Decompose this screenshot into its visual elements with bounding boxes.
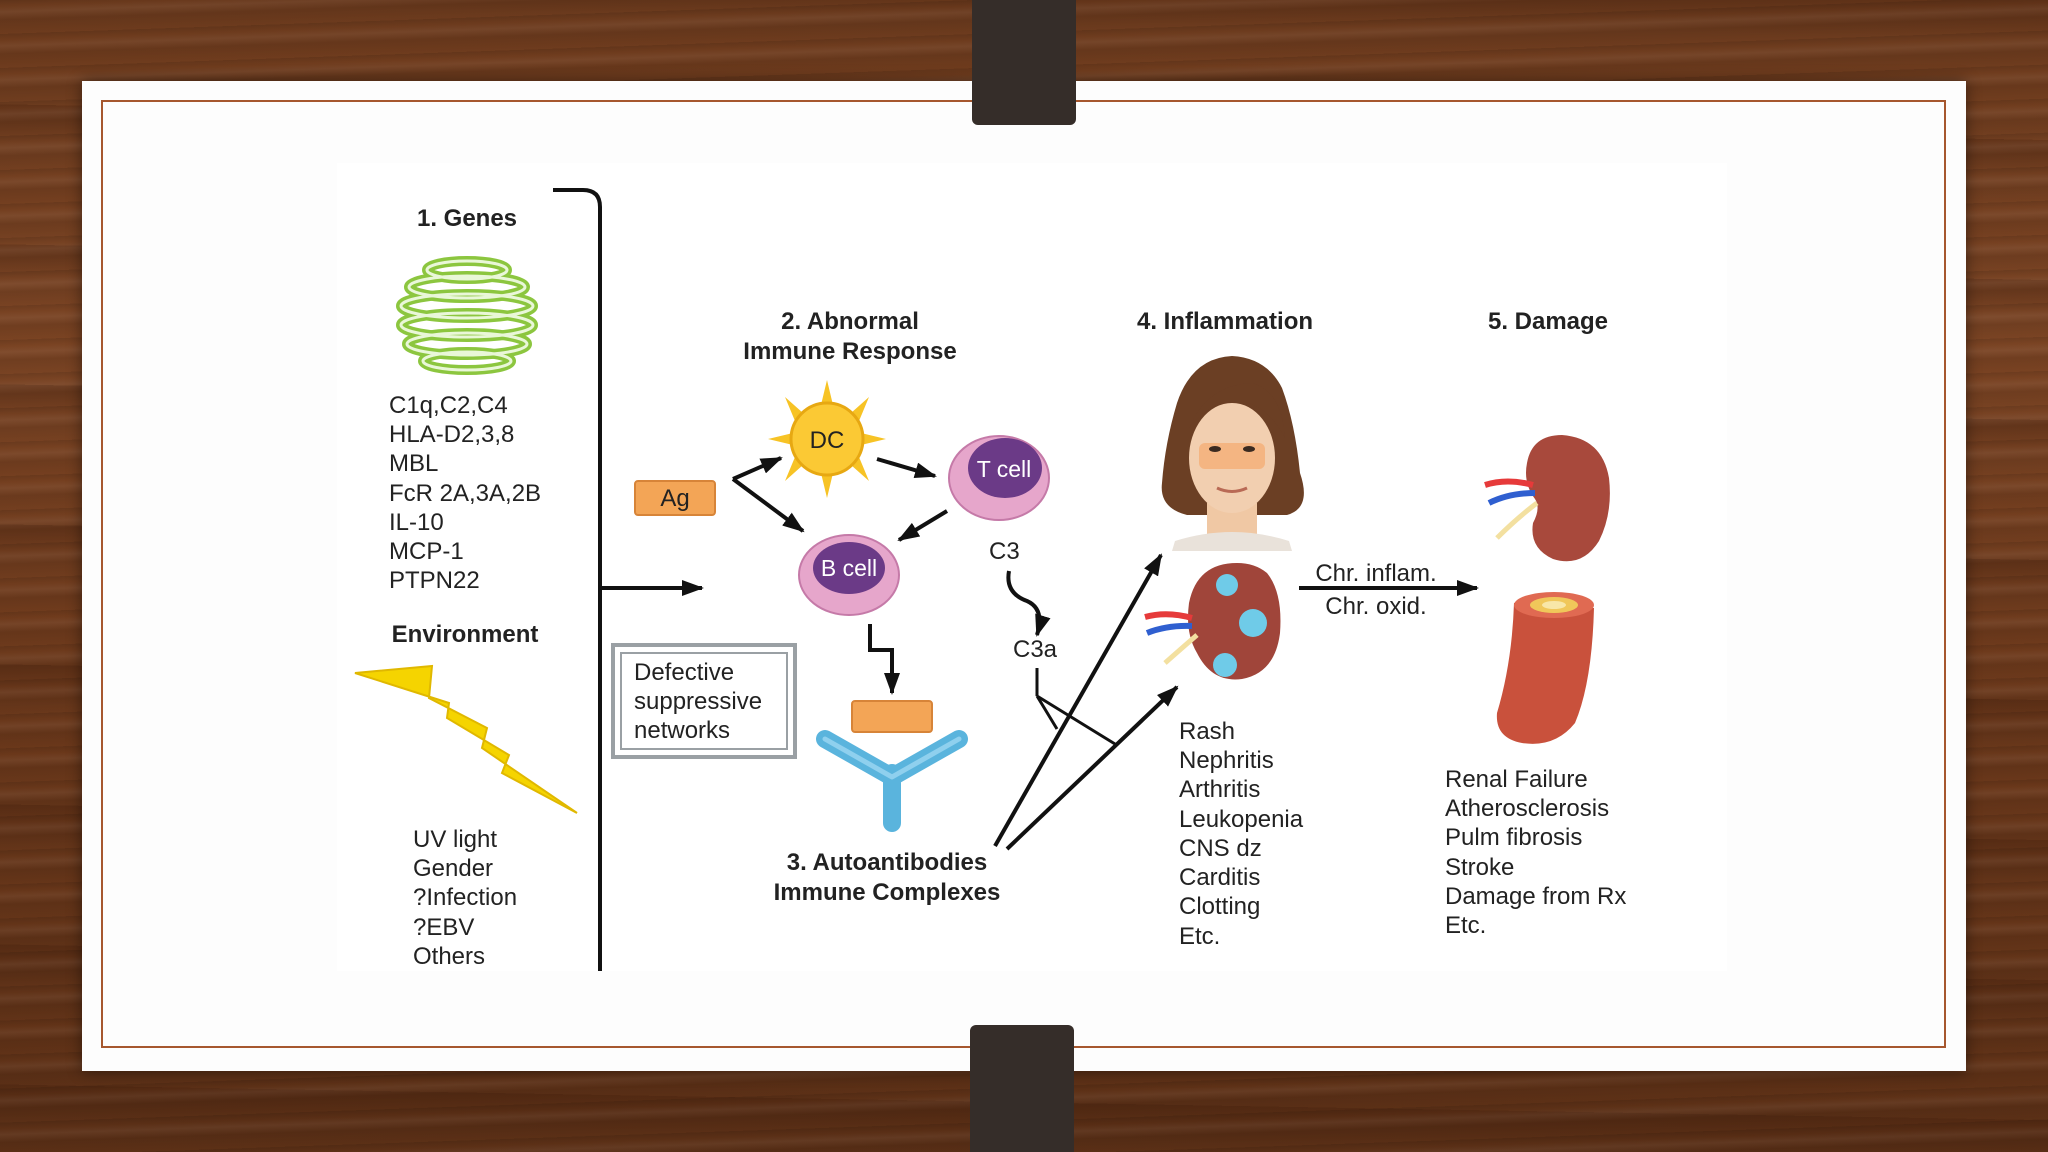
antigen-on-antibody	[851, 700, 933, 733]
t-cell-icon	[948, 435, 1050, 521]
c3-arrow	[1006, 570, 1051, 637]
gene-item: MCP-1	[389, 538, 464, 565]
top-clip	[972, 0, 1076, 125]
damage-item: Damage from Rx	[1445, 883, 1626, 910]
damage-list: Renal Failure Atherosclerosis Pulm fibro…	[1445, 766, 1626, 939]
inflammation-item: Etc.	[1179, 923, 1220, 950]
inflammation-item: Rash	[1179, 718, 1235, 745]
defective-networks-box-outer	[611, 643, 797, 759]
b-cell-label: B cell	[821, 555, 877, 581]
environment-item: ?Infection	[413, 884, 517, 911]
inflammation-title: 4. Inflammation	[1137, 308, 1313, 335]
c3-label: C3	[989, 538, 1020, 565]
ag-label: Ag	[660, 485, 689, 512]
environment-item: ?EBV	[413, 914, 474, 941]
antigen-box	[634, 480, 716, 516]
dc-label: DC	[810, 427, 845, 454]
woman-face-icon	[1161, 356, 1304, 551]
inflamed-kidney-icon	[1144, 563, 1281, 680]
immune-title-line1: 2. Abnormal	[781, 308, 919, 335]
defective-networks-box-inner	[620, 652, 788, 750]
inflammation-item: Carditis	[1179, 864, 1260, 891]
damage-item: Renal Failure	[1445, 766, 1588, 793]
gene-item: IL-10	[389, 509, 444, 536]
bottom-clip	[970, 1025, 1074, 1152]
defective-line: networks	[634, 717, 730, 744]
b-cell-icon	[798, 534, 900, 616]
inflammation-item: Leukopenia	[1179, 806, 1304, 833]
gene-item: PTPN22	[389, 567, 480, 594]
damage-item: Atherosclerosis	[1445, 795, 1609, 822]
inflammation-item: Clotting	[1179, 893, 1260, 920]
damage-item: Pulm fibrosis	[1445, 824, 1582, 851]
inflammation-arrows	[993, 553, 1179, 851]
lupus-pathogenesis-figure: 1. Genes C1q,C2,C4 HLA-D2,3,8 MBL FcR 2A…	[337, 163, 1727, 971]
chronic-oxidation-label: Chr. oxid.	[1325, 593, 1426, 620]
genes-environment-bracket	[553, 188, 602, 971]
diagram-canvas: 1. Genes C1q,C2,C4 HLA-D2,3,8 MBL FcR 2A…	[354, 188, 1626, 971]
gene-item: MBL	[389, 450, 438, 477]
t-cell-label: T cell	[977, 456, 1032, 482]
damage-item: Etc.	[1445, 912, 1486, 939]
environment-item: Others	[413, 943, 485, 970]
damage-title: 5. Damage	[1488, 308, 1608, 335]
autoantibodies-title-line2: Immune Complexes	[774, 879, 1001, 906]
chronic-inflammation-label: Chr. inflam.	[1315, 560, 1436, 587]
immune-title-line2: Immune Response	[743, 338, 956, 365]
autoantibodies-title-line1: 3. Autoantibodies	[787, 849, 987, 876]
c3a-label: C3a	[1013, 636, 1058, 663]
inflammation-list: Rash Nephritis Arthritis Leukopenia CNS …	[1179, 718, 1304, 950]
gene-item: HLA-D2,3,8	[389, 421, 514, 448]
environment-list: UV light Gender ?Infection ?EBV Others	[413, 826, 517, 970]
defective-line: Defective	[634, 659, 734, 686]
c3a-connectors	[1035, 668, 1116, 746]
defective-line: suppressive	[634, 688, 762, 715]
inflammation-item: Arthritis	[1179, 776, 1260, 803]
environment-item: UV light	[413, 826, 497, 853]
immune-arrows	[731, 456, 949, 695]
environment-title: Environment	[392, 621, 539, 648]
environment-item: Gender	[413, 855, 493, 882]
gene-item: C1q,C2,C4	[389, 392, 508, 419]
damage-item: Stroke	[1445, 854, 1514, 881]
dendritic-cell-icon	[768, 380, 886, 498]
genes-title: 1. Genes	[417, 205, 517, 232]
gene-item: FcR 2A,3A,2B	[389, 480, 541, 507]
damaged-kidney-icon	[1484, 435, 1610, 562]
inflammation-item: Nephritis	[1179, 747, 1274, 774]
inflammation-item: CNS dz	[1179, 835, 1262, 862]
genes-list: C1q,C2,C4 HLA-D2,3,8 MBL FcR 2A,3A,2B IL…	[389, 392, 541, 594]
artery-icon	[1496, 592, 1594, 744]
lightning-bolt-icon	[354, 664, 578, 814]
